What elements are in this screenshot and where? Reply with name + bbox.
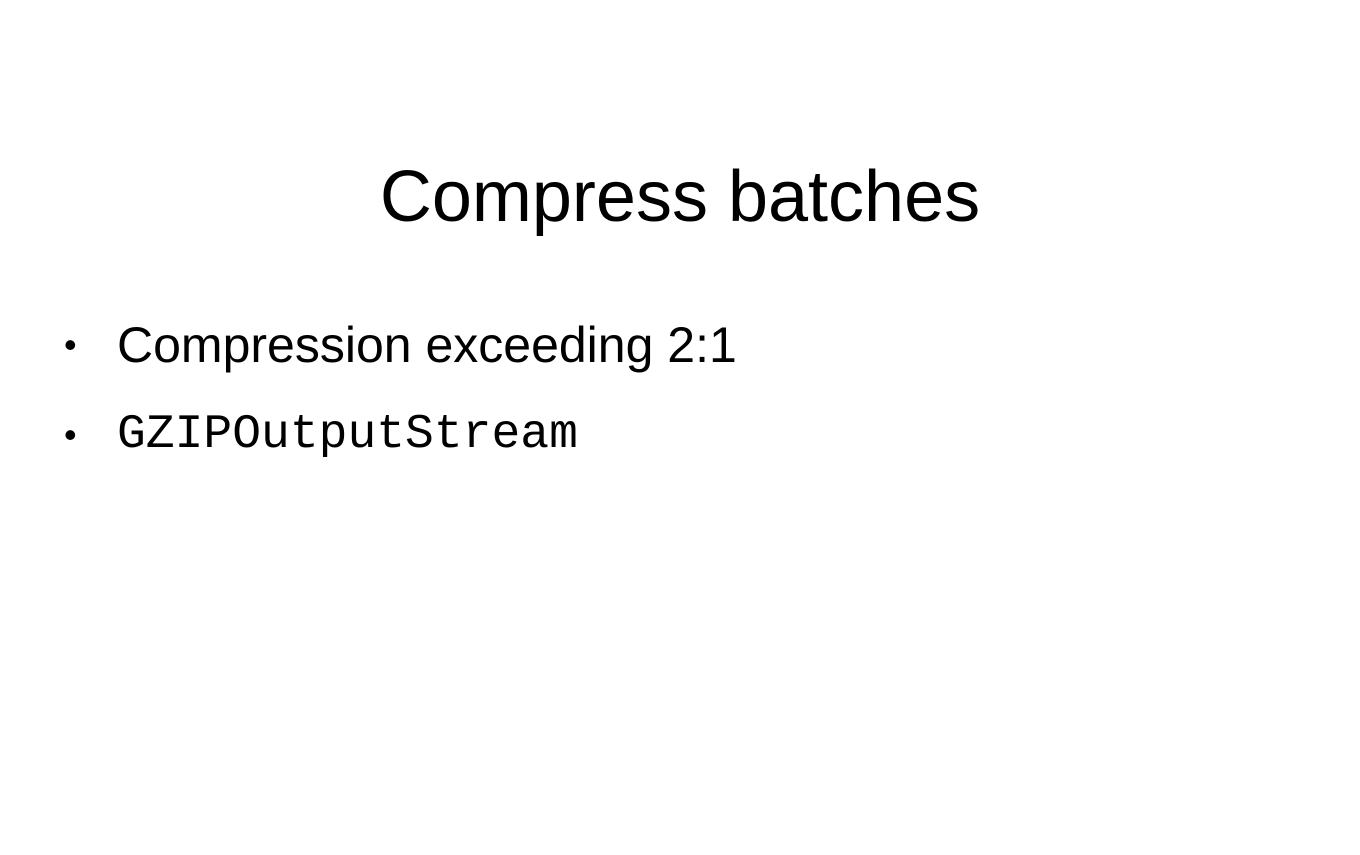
slide-title: Compress batches (379, 157, 981, 237)
bullet-marker: • (64, 324, 77, 365)
bullet-item-compression: • Compression exceeding 2:1 (60, 300, 737, 390)
bullet-list: • Compression exceeding 2:1 • GZIPOutput… (60, 300, 737, 480)
bullet-marker: • (64, 414, 77, 455)
bullet-text: Compression exceeding 2:1 (117, 317, 737, 373)
bullet-text-code: GZIPOutputStream (117, 408, 578, 462)
bullet-item-gzipoutputstream: • GZIPOutputStream (60, 390, 737, 480)
